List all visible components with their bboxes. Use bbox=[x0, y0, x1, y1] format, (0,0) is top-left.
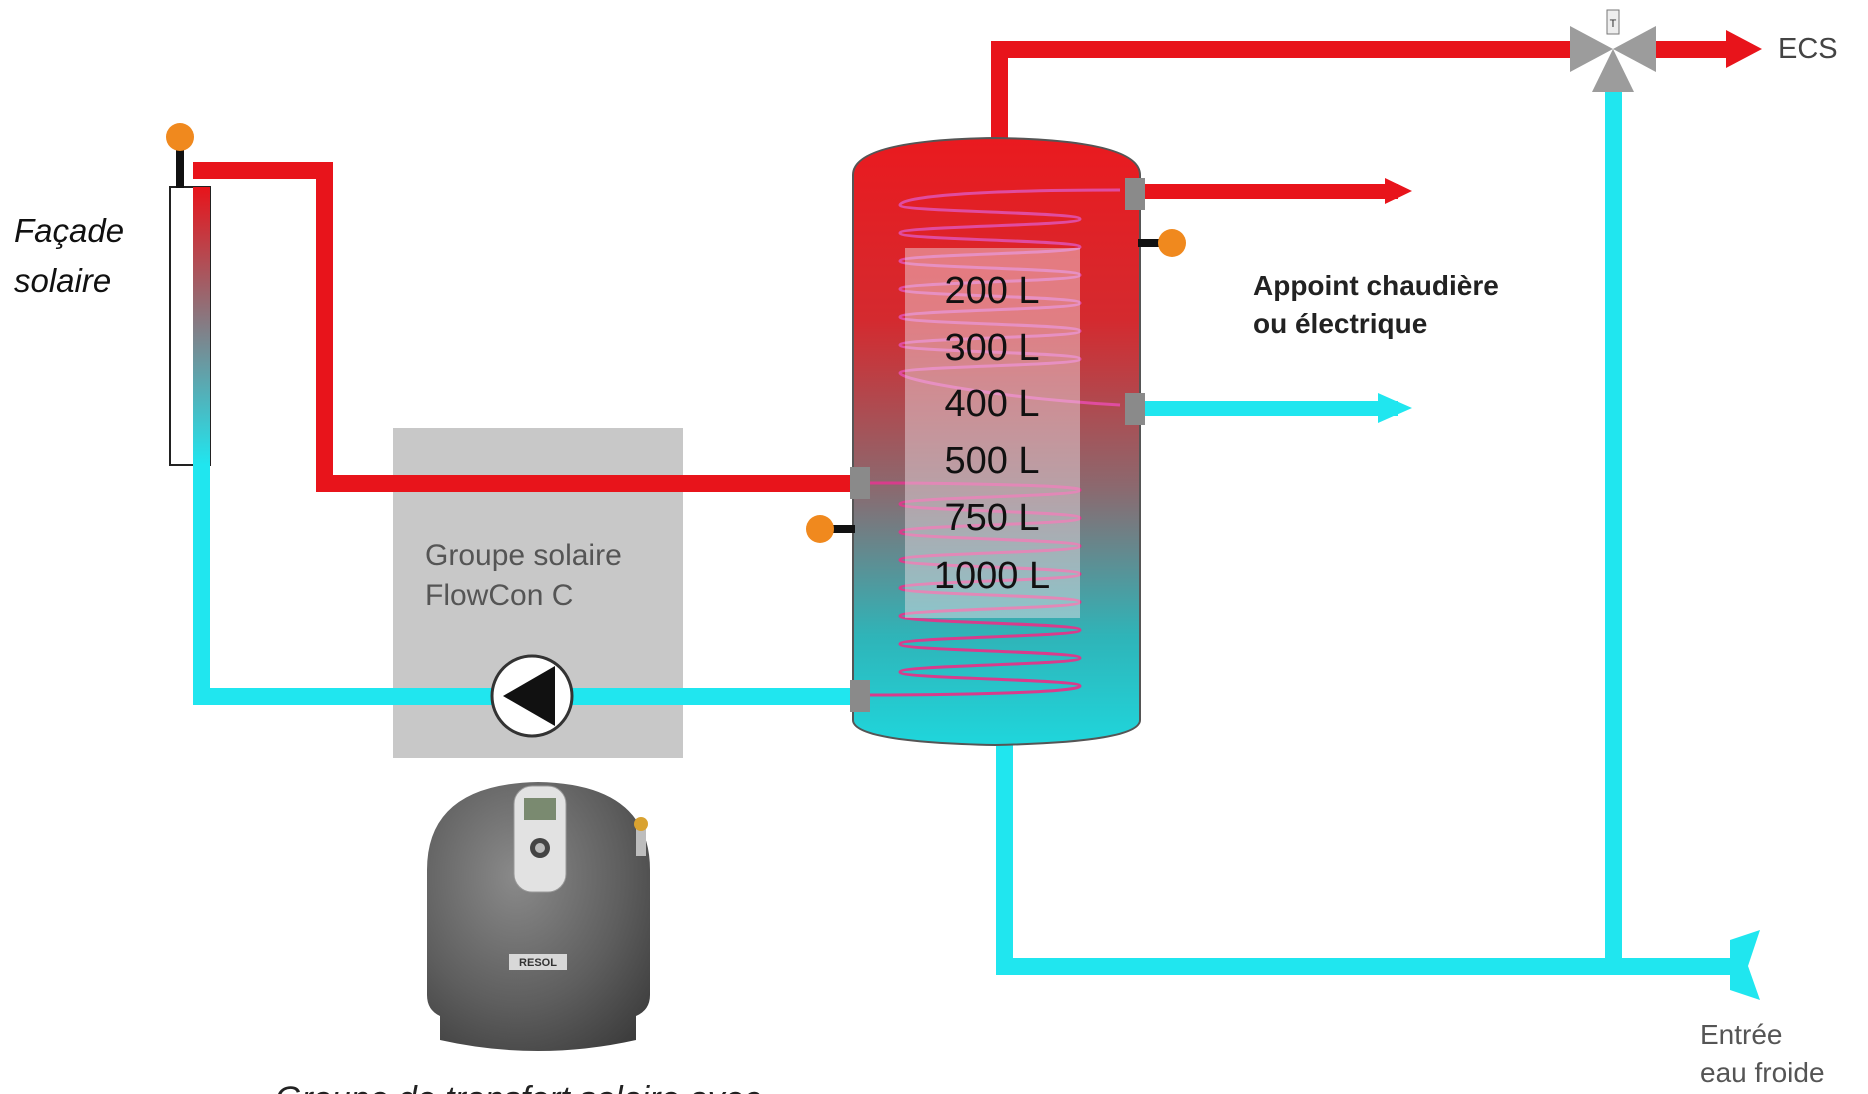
group-label-line1: Groupe solaire bbox=[425, 539, 622, 572]
appoint-label-line1: Appoint chaudière bbox=[1253, 270, 1499, 301]
mixing-valve: T bbox=[1570, 9, 1656, 92]
facade-label-line1: Façade bbox=[14, 212, 124, 249]
tank-fittings bbox=[850, 178, 1145, 712]
station-badge: RESOL bbox=[519, 957, 557, 969]
volume-list: 200 L 300 L 400 L 500 L 750 L 1000 L bbox=[934, 270, 1050, 597]
volume-label: 750 L bbox=[944, 497, 1039, 539]
ecs-arrow bbox=[1726, 30, 1762, 68]
upper-coil bbox=[898, 188, 1121, 407]
appoint-outlet-arrow bbox=[1385, 178, 1412, 204]
volume-label: 300 L bbox=[944, 327, 1039, 369]
volume-label: 400 L bbox=[944, 383, 1039, 425]
volume-label: 1000 L bbox=[934, 555, 1050, 597]
tank-sensor-lower bbox=[806, 515, 855, 543]
valve-mark: T bbox=[1610, 18, 1617, 30]
caption: Groupe de transfert solaire avec bbox=[275, 1080, 761, 1094]
tank-sensor-upper bbox=[1138, 229, 1186, 257]
cold-inlet-label-line2: eau froide bbox=[1700, 1057, 1825, 1088]
lower-coil bbox=[869, 481, 1082, 697]
solar-facade-panel bbox=[169, 186, 211, 466]
circulation-pump bbox=[490, 654, 574, 738]
ecs-label: ECS bbox=[1778, 33, 1838, 65]
hot-pipes bbox=[193, 41, 1730, 492]
cold-inlet-label-line1: Entrée bbox=[1700, 1019, 1783, 1050]
group-label-line2: FlowCon C bbox=[425, 579, 573, 612]
cold-inlet-connector bbox=[1730, 930, 1760, 1000]
volume-backdrop bbox=[905, 248, 1080, 618]
facade-label-line2: solaire bbox=[14, 262, 111, 299]
volume-label: 500 L bbox=[944, 440, 1039, 482]
appoint-label-line2: ou électrique bbox=[1253, 308, 1427, 339]
solar-station-unit: RESOL bbox=[427, 782, 650, 1051]
panel-sensor bbox=[166, 123, 194, 188]
volume-label: 200 L bbox=[944, 270, 1039, 312]
cold-pipes bbox=[193, 85, 1744, 975]
